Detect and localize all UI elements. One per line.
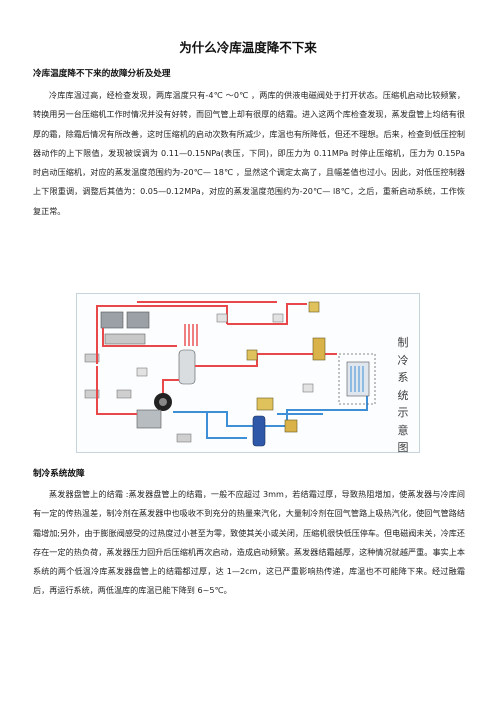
diagram-label-char: 系 [397, 371, 409, 384]
control-gauges [136, 313, 314, 393]
liquid-receiver [252, 415, 266, 447]
section-heading-fault-analysis: 冷库温度降不下来的故障分析及处理 [33, 69, 171, 79]
section-paragraph-fault-analysis: 冷库库温过高，经检查发现，两库温度只有-4℃ ～0℃ ，两库的供液电磁阀处于打开… [33, 90, 465, 216]
compressor-unit [84, 311, 196, 443]
refrigeration-system-diagram: 制 冷 系 统 示 意 图 [76, 293, 420, 454]
condenser-coil [184, 324, 198, 346]
diagram-label-char: 示 [397, 406, 409, 419]
diagram-label-char: 意 [397, 423, 409, 437]
diagram-label-char: 图 [397, 441, 409, 454]
evaporator-unit [338, 353, 376, 405]
expansion-valve [246, 301, 326, 433]
section-heading-system-fault: 制冷系统故障 [33, 469, 85, 479]
diagram-label-char: 统 [397, 388, 409, 402]
diagram-label-char: 制 [397, 336, 409, 349]
section-paragraph-system-fault: 蒸发器盘管上的结霜 :蒸发器盘管上的结霜，一般不应超过 3mm，若结霜过厚，导致… [33, 489, 465, 596]
diagram-label-char: 冷 [397, 353, 409, 367]
diagram-vertical-label: 制 冷 系 统 示 意 图 [396, 334, 410, 457]
document-title: 为什么冷库温度降不下来 [179, 40, 317, 55]
diagram-illustration [84, 301, 376, 447]
